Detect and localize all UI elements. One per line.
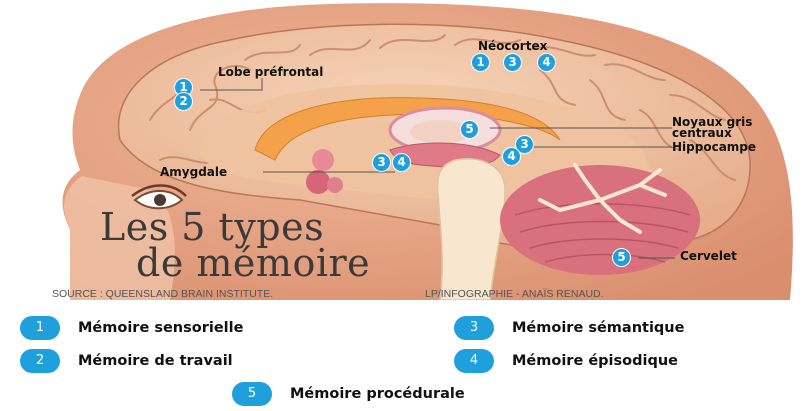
prefrontal-badge-2: 2 — [174, 92, 193, 111]
title-line-2: de mémoire — [136, 243, 370, 283]
cerebellum-badge-5: 5 — [612, 248, 631, 267]
amygdala-badge-3: 3 — [372, 153, 391, 172]
hippocampus-label: Hippocampe — [672, 141, 756, 153]
legend-label-1: Mémoire sensorielle — [78, 318, 243, 338]
infographic-credit: LP/INFOGRAPHIE - ANAÏS RENAUD. — [425, 288, 604, 300]
amygdala-structure — [327, 177, 343, 193]
legend-badge-3: 3 — [454, 316, 494, 340]
basal-ganglia-label-line2: centraux — [672, 127, 732, 139]
legend-badge-4: 4 — [454, 349, 494, 373]
legend-label-3: Mémoire sémantique — [512, 318, 684, 338]
neocortex-badge-1: 1 — [471, 53, 490, 72]
legend-badge-1: 1 — [20, 316, 60, 340]
amygdala-label: Amygdale — [160, 166, 227, 178]
hippocampus-badge-4: 4 — [502, 147, 521, 166]
legend-label-5: Mémoire procédurale — [290, 384, 465, 404]
neocortex-badge-3: 3 — [503, 53, 522, 72]
source-credit: SOURCE : QUEENSLAND BRAIN INSTITUTE. — [52, 288, 273, 300]
legend-label-2: Mémoire de travail — [78, 351, 233, 371]
neocortex-badge-4: 4 — [537, 53, 556, 72]
amygdala-structure — [312, 149, 334, 171]
amygdala-structure — [306, 170, 330, 194]
brain-diagram: Néocortex 1 3 4 Lobe préfrontal 1 2 Noya… — [0, 0, 806, 300]
neocortex-label: Néocortex — [478, 40, 547, 52]
basal-ganglia-badge-5: 5 — [460, 120, 479, 139]
prefrontal-label: Lobe préfrontal — [218, 66, 323, 78]
amygdala-badge-4: 4 — [392, 153, 411, 172]
legend-badge-2: 2 — [20, 349, 60, 373]
legend-label-4: Mémoire épisodique — [512, 351, 678, 371]
cerebellum-label: Cervelet — [680, 250, 737, 262]
legend-badge-5: 5 — [232, 382, 272, 406]
